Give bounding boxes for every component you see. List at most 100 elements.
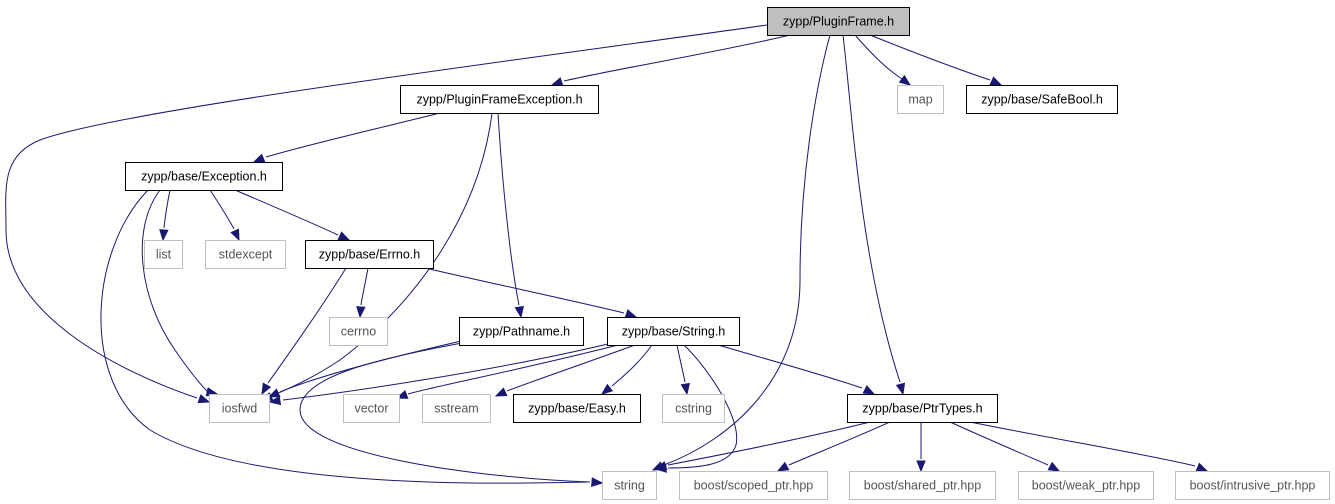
node-safebool[interactable]: zypp/base/SafeBool.h — [966, 85, 1118, 114]
node-box — [607, 317, 740, 346]
arrowhead — [356, 306, 366, 319]
arrowhead — [624, 309, 638, 319]
edge-line — [497, 112, 520, 306]
node-label: zypp/PluginFrameException.h — [416, 93, 582, 107]
node-label: zypp/base/Exception.h — [141, 170, 267, 184]
node-scoped-ptr: boost/scoped_ptr.hpp — [679, 471, 828, 500]
edge-pluginframe-to-safebool — [869, 34, 1003, 86]
node-label: zypp/base/SafeBool.h — [981, 93, 1103, 107]
node-label: zypp/base/Easy.h — [528, 402, 626, 416]
node-box — [459, 317, 584, 346]
node-box — [144, 240, 183, 269]
edge-line — [676, 344, 686, 383]
arrowhead — [1195, 462, 1209, 472]
node-box — [343, 394, 400, 423]
node-vector: vector — [343, 394, 400, 423]
edge-line — [854, 34, 903, 80]
node-label: list — [156, 248, 172, 262]
edge-string_h-to-iosfwd — [268, 342, 613, 406]
edge-exception-to-list — [159, 189, 171, 242]
arrowhead — [252, 153, 266, 163]
edge-line — [209, 189, 235, 230]
edge-line — [667, 344, 738, 469]
node-label: zypp/base/String.h — [622, 325, 726, 339]
edge-ptrtypes-to-shared_ptr — [916, 422, 926, 473]
arrowhead — [550, 77, 564, 87]
node-shared-ptr: boost/shared_ptr.hpp — [849, 471, 996, 500]
edge-line — [163, 189, 171, 229]
node-box — [897, 85, 944, 114]
arrowhead — [895, 382, 906, 396]
edge-exception-to-errno — [234, 189, 351, 241]
edge-line — [424, 267, 625, 314]
node-label: zypp/base/Errno.h — [319, 248, 420, 262]
edge-pfexception-to-exception — [252, 112, 441, 163]
arrowhead — [337, 231, 351, 241]
node-easy[interactable]: zypp/base/Easy.h — [513, 394, 641, 423]
edge-line — [267, 267, 347, 384]
edges-layer — [5, 24, 1209, 487]
edge-errno-to-iosfwd — [261, 267, 347, 396]
edge-line — [360, 267, 369, 306]
edge-line — [949, 421, 1049, 466]
node-label: boost/scoped_ptr.hpp — [694, 479, 814, 493]
arrowhead — [600, 383, 614, 395]
node-label: sstream — [434, 402, 478, 416]
edge-pluginframe-to-pfexception — [550, 34, 791, 87]
edge-line — [611, 344, 653, 387]
edge-line — [265, 112, 441, 158]
edge-line — [788, 421, 891, 466]
node-map: map — [897, 85, 944, 114]
node-box — [1175, 471, 1330, 500]
nodes-layer: zypp/PluginFrame.h zypp/PluginFrameExcept… — [125, 7, 1330, 500]
node-box — [679, 471, 828, 500]
edge-exception-to-stdexcept — [209, 189, 240, 242]
edge-line — [717, 344, 863, 389]
edge-line — [282, 342, 613, 401]
edge-pathname-to-string — [299, 342, 604, 487]
edge-string_h-to-easy — [600, 344, 653, 395]
node-pfexception[interactable]: zypp/PluginFrameException.h — [400, 85, 599, 114]
node-exception[interactable]: zypp/base/Exception.h — [125, 162, 283, 191]
node-sstream: sstream — [422, 394, 491, 423]
node-box — [966, 85, 1118, 114]
edge-string_h-to-cstring — [676, 344, 690, 396]
node-label: zypp/base/PtrTypes.h — [862, 402, 982, 416]
node-string-h[interactable]: zypp/base/String.h — [607, 317, 740, 346]
arrowhead — [898, 74, 912, 86]
arrowhead — [989, 76, 1003, 86]
edge-line — [141, 189, 209, 393]
node-label: vector — [354, 402, 388, 416]
arrowhead — [514, 305, 524, 319]
edge-line — [663, 34, 831, 466]
node-label: cerrno — [341, 325, 376, 339]
node-label: string — [614, 479, 645, 493]
edge-ptrtypes-to-scoped_ptr — [776, 421, 891, 472]
node-ptrtypes[interactable]: zypp/base/PtrTypes.h — [847, 394, 998, 423]
node-list: list — [144, 240, 183, 269]
edge-pluginframe-to-ptrtypes — [842, 34, 906, 396]
node-iosfwd: iosfwd — [209, 394, 270, 423]
edge-line — [842, 34, 901, 383]
node-box — [422, 394, 491, 423]
node-box — [513, 394, 641, 423]
arrowhead — [916, 460, 926, 473]
edge-pluginframe-to-iosfwd — [5, 24, 768, 404]
edge-pfexception-to-pathname — [497, 112, 524, 319]
node-errno[interactable]: zypp/base/Errno.h — [305, 240, 434, 269]
node-box — [329, 317, 388, 346]
node-pluginframe[interactable]: zypp/PluginFrame.h — [767, 7, 910, 36]
arrowhead — [494, 387, 508, 397]
edge-string_h-to-sstream — [494, 344, 636, 397]
node-box — [1018, 471, 1154, 500]
node-label: zypp/PluginFrame.h — [783, 15, 894, 29]
arrowhead — [230, 228, 240, 242]
node-weak-ptr: boost/weak_ptr.hpp — [1018, 471, 1154, 500]
arrowhead — [862, 385, 876, 395]
node-string: string — [602, 471, 657, 500]
edge-line — [563, 34, 791, 82]
node-pathname[interactable]: zypp/Pathname.h — [459, 317, 584, 346]
arrowhead — [268, 395, 282, 406]
edge-ptrtypes-to-string — [654, 421, 871, 471]
